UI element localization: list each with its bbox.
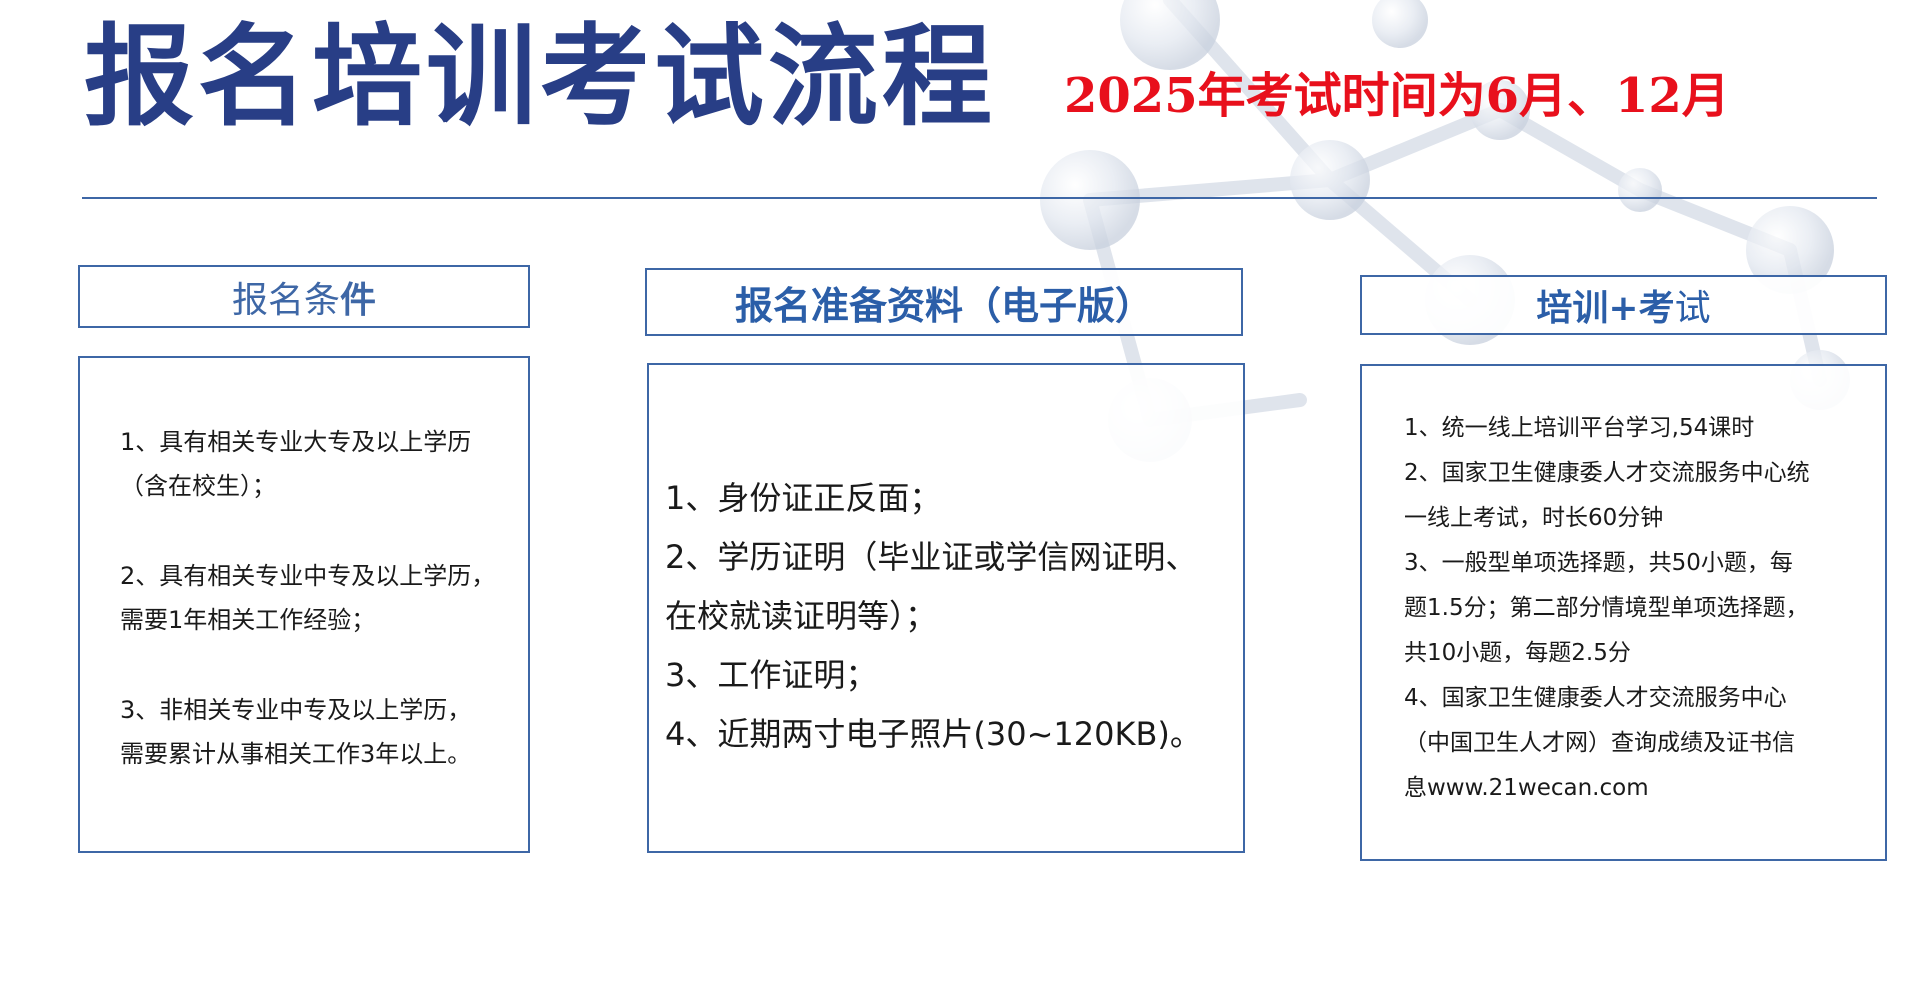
condition-item-3: 3、非相关专业中专及以上学历， 需要累计从事相关工作3年以上。 — [120, 688, 520, 776]
materials-line-5: 4、近期两寸电子照片(30~120KB)。 — [665, 715, 1202, 753]
condition-item-2-line-2: 需要1年相关工作经验； — [120, 606, 376, 634]
materials-list: 1、身份证正反面； 2、学历证明（毕业证或学信网证明、 在校就读证明等）； 3、… — [665, 469, 1235, 764]
materials-line-4: 3、工作证明； — [665, 656, 878, 694]
conditions-panel: 1、具有相关专业大专及以上学历 （含在校生）； 2、具有相关专业中专及以上学历，… — [78, 356, 530, 853]
training-line-7: 4、国家卫生健康委人才交流服务中心 — [1404, 685, 1787, 711]
training-line-3: 一线上考试，时长60分钟 — [1404, 505, 1664, 531]
training-line-4: 3、一般型单项选择题，共50小题，每 — [1404, 550, 1793, 576]
condition-item-1: 1、具有相关专业大专及以上学历 （含在校生）； — [120, 420, 520, 508]
condition-item-2-line-1: 2、具有相关专业中专及以上学历， — [120, 562, 496, 590]
training-line-1: 1、统一线上培训平台学习,54课时 — [1404, 415, 1755, 441]
materials-header: 报名准备资料（电子版） — [645, 268, 1243, 336]
materials-line-2: 2、学历证明（毕业证或学信网证明、 — [665, 538, 1198, 576]
training-line-6: 共10小题，每题2.5分 — [1404, 640, 1631, 666]
training-exam-header: 培训+考试 — [1360, 275, 1887, 335]
training-line-2: 2、国家卫生健康委人才交流服务中心统 — [1404, 460, 1810, 486]
page-title: 报名培训考试流程 — [84, 13, 996, 141]
conditions-heading-bold-text: 件 — [340, 279, 377, 321]
exam-date-notice: 2025年考试时间为6月、12月 — [1064, 68, 1730, 124]
training-list: 1、统一线上培训平台学习,54课时 2、国家卫生健康委人才交流服务中心统 一线上… — [1404, 406, 1874, 811]
title-divider — [82, 197, 1877, 199]
training-line-9: 息www.21wecan.com — [1404, 775, 1649, 801]
condition-item-3-line-2: 需要累计从事相关工作3年以上。 — [120, 740, 472, 768]
materials-line-1: 1、身份证正反面； — [665, 479, 942, 517]
condition-item-3-line-1: 3、非相关专业中专及以上学历， — [120, 696, 472, 724]
training-exam-panel: 1、统一线上培训平台学习,54课时 2、国家卫生健康委人才交流服务中心统 一线上… — [1360, 364, 1887, 861]
materials-panel: 1、身份证正反面； 2、学历证明（毕业证或学信网证明、 在校就读证明等）； 3、… — [647, 363, 1245, 853]
condition-item-1-line-1: 1、具有相关专业大专及以上学历 — [120, 428, 472, 456]
condition-item-1-line-2: （含在校生）； — [120, 472, 276, 500]
conditions-heading-text: 报名条 — [231, 279, 340, 321]
conditions-header: 报名条件 — [78, 265, 530, 328]
training-heading-text: 试 — [1674, 288, 1711, 329]
materials-line-3: 在校就读证明等）； — [665, 597, 938, 635]
training-line-8: （中国卫生人才网）查询成绩及证书信 — [1404, 730, 1795, 756]
training-line-5: 题1.5分；第二部分情境型单项选择题， — [1404, 595, 1809, 621]
condition-item-2: 2、具有相关专业中专及以上学历， 需要1年相关工作经验； — [120, 554, 520, 642]
training-heading-bold-text: 培训+考 — [1536, 288, 1675, 329]
materials-heading-text: 报名准备资料（电子版） — [734, 283, 1153, 328]
